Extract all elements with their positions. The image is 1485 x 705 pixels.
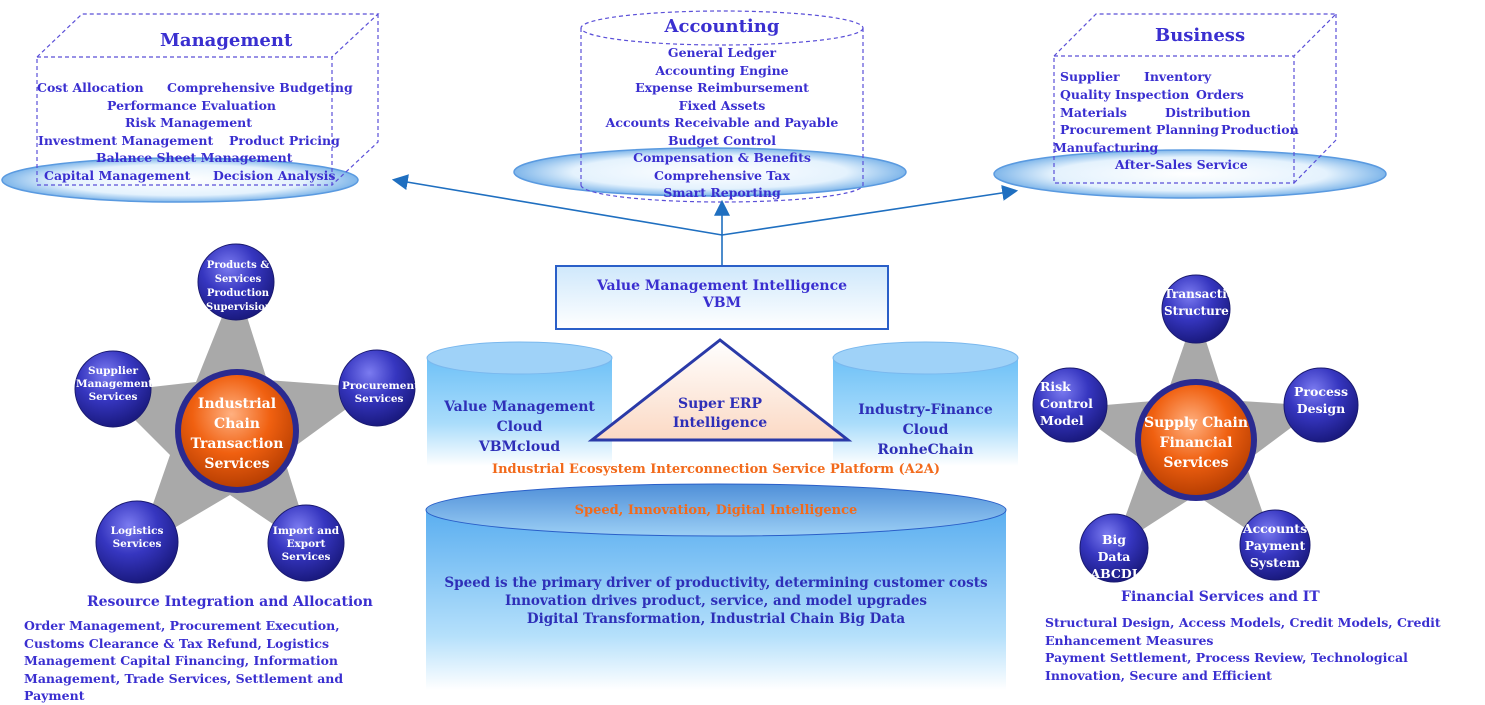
business-disc <box>993 149 1387 199</box>
accounting-item: Comprehensive Tax <box>654 167 790 183</box>
sat-br-label: Import and Export Services <box>272 525 340 563</box>
business-item: Materials <box>1060 105 1127 120</box>
business-item: Distribution <box>1165 105 1251 120</box>
finance-cloud-line2: Cloud <box>902 422 949 438</box>
business-item: Orders <box>1196 87 1244 102</box>
vbm-line2: VBM <box>702 295 742 311</box>
management-disc <box>1 157 359 203</box>
supply-sat-left <box>1032 367 1108 443</box>
vbm-cloud-line2: Cloud <box>496 419 543 435</box>
supply-sat-br-label: Accounts Payment System <box>1242 521 1308 570</box>
accounting-item: Fixed Assets <box>678 97 766 113</box>
arrow-management <box>391 174 723 236</box>
accounting-item: Compensation & Benefits <box>633 150 811 165</box>
vbm-label: Value Management Intelligence VBM <box>556 278 888 312</box>
finance-cloud-label: Industry-Finance Cloud RonheChain <box>833 400 1018 460</box>
sat-bl-label: Logistics Services <box>110 525 164 550</box>
supply-sat-top <box>1161 274 1231 344</box>
base-lines: Speed is the primary driver of productiv… <box>426 574 1006 628</box>
supply-sat-left-label: Risk Control Model <box>1040 379 1093 428</box>
management-item: Performance Evaluation <box>107 98 277 113</box>
business-item: Production <box>1221 122 1299 137</box>
finance-cloud-line1: Industry-Finance <box>858 402 993 418</box>
management-item: Capital Management <box>44 168 191 183</box>
base-line: Digital Transformation, Industrial Chain… <box>526 611 906 627</box>
management-item: Product Pricing <box>229 133 340 148</box>
finance-cloud-cylinder <box>832 341 1019 466</box>
accounting-disc <box>513 147 907 197</box>
business-item: Procurement Planning <box>1060 122 1219 137</box>
vbm-cloud-cylinder <box>426 341 613 466</box>
industrial-desc: Order Management, Procurement Execution,… <box>24 618 344 703</box>
base-cylinder <box>425 483 1007 690</box>
accounting-item: Smart Reporting <box>663 185 781 200</box>
business-box <box>1053 13 1338 184</box>
supply-sat-bl-label: Big Data ABCDI <box>1090 532 1138 581</box>
business-item: Supplier <box>1060 69 1120 84</box>
sat-right-sphere <box>338 349 416 427</box>
vbm-cloud-label: Value Management Cloud VBMcloud <box>427 397 612 457</box>
supply-desc2: Payment Settlement, Process Review, Tech… <box>1045 650 1408 683</box>
management-item: Investment Management <box>38 133 214 148</box>
accounting-title: Accounting <box>664 16 780 37</box>
base-top-label: Speed, Innovation, Digital Intelligence <box>574 503 858 518</box>
sat-left-label: Supplier Management Services <box>76 365 154 403</box>
supply-sat-bl <box>1079 513 1149 583</box>
arrow-business <box>721 184 1019 236</box>
business-item: Manufacturing <box>1053 140 1159 155</box>
business-title: Business <box>1155 25 1246 46</box>
super-erp-line1: Super ERP <box>677 396 763 412</box>
management-item: Decision Analysis <box>213 168 336 183</box>
platform-label: Industrial Ecosystem Interconnection Ser… <box>491 462 940 477</box>
accounting-item: Accounting Engine <box>655 62 789 78</box>
finance-cloud-line3: RonheChain <box>877 442 974 458</box>
sat-top-label: Products & Services Production Supervisi… <box>206 260 273 313</box>
business-item: Inventory <box>1144 69 1212 84</box>
management-item: Balance Sheet Management <box>96 150 293 165</box>
sat-top-sphere <box>197 243 275 321</box>
supply-sat-right <box>1283 367 1359 443</box>
vbm-box <box>555 265 889 330</box>
super-erp-triangle <box>587 338 853 442</box>
sat-br-sphere <box>267 504 345 582</box>
supply-sat-top-label: Transaction Structure <box>1164 287 1244 318</box>
business-item: After-Sales Service <box>1115 157 1248 172</box>
management-title: Management <box>160 30 293 51</box>
accounting-item: Expense Reimbursement <box>635 80 809 95</box>
sat-right-label: Procurement Services <box>342 380 419 405</box>
base-line: Speed is the primary driver of productiv… <box>444 575 988 591</box>
supply-caption: Financial Services and IT <box>1121 589 1320 605</box>
sat-bl-sphere <box>95 500 179 584</box>
supply-center-label: Supply Chain Financial Services <box>1143 415 1249 471</box>
accounting-item: General Ledger <box>667 45 777 60</box>
sat-left-sphere <box>74 350 152 428</box>
vbm-cloud-line1: Value Management <box>444 399 595 415</box>
super-erp-line2: Intelligence <box>672 415 768 431</box>
industrial-center-label: Industrial Chain Transaction Services <box>190 396 284 472</box>
accounting-item: Accounts Receivable and Payable <box>605 115 839 130</box>
management-item: Comprehensive Budgeting <box>167 80 353 95</box>
base-line: Innovation drives product, service, and … <box>504 593 928 609</box>
accounting-item: Budget Control <box>667 132 777 148</box>
supply-sat-right-label: Process Design <box>1294 384 1348 416</box>
accounting-list: General Ledger Accounting Engine Expense… <box>582 44 862 202</box>
accounting-cylinder <box>580 10 864 203</box>
vbm-line1: Value Management Intelligence <box>596 278 848 294</box>
super-erp-label: Super ERP Intelligence <box>640 395 800 433</box>
supply-sat-br <box>1239 509 1311 581</box>
industrial-caption: Resource Integration and Allocation <box>87 594 373 610</box>
management-box <box>36 13 380 186</box>
business-item: Quality Inspection <box>1060 87 1190 102</box>
industrial-center-sphere <box>181 375 293 487</box>
management-item: Risk Management <box>125 115 253 130</box>
supply-center-sphere <box>1141 385 1251 495</box>
vbm-cloud-line3: VBMcloud <box>478 439 561 455</box>
management-item: Cost Allocation <box>37 80 144 95</box>
supply-desc1: Structural Design, Access Models, Credit… <box>1045 615 1441 648</box>
